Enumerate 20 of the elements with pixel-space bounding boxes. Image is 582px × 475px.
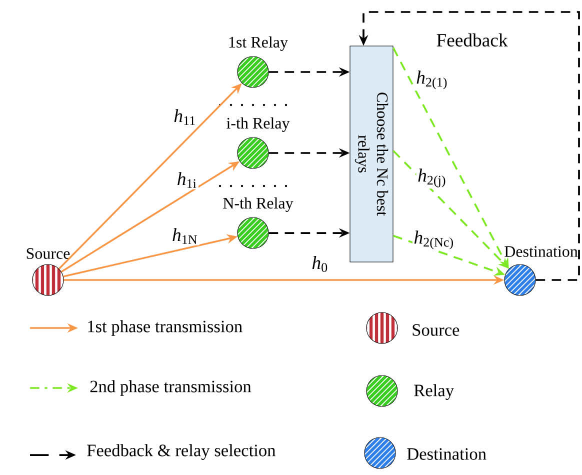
selection-box: Choose the Nc best relays [350,46,394,262]
edge-label: h$_{0}$ [310,254,330,274]
node-label: Source [26,248,70,259]
legend-label: 2nd phase transmission [90,380,252,396]
legend-label: Source [412,324,460,336]
edge-label: Feedback [434,32,510,48]
edge-label: h$_{1N}$ [170,226,200,246]
edge-label: h$_{2(Nc)}$ [412,229,456,251]
legend-label: Feedback & relay selection [87,444,276,460]
node-label: N-th Relay [223,197,294,212]
legend-label: Relay [414,384,454,400]
legend-label: 1st phase transmission [88,320,242,336]
edge-label: h$_{1i}$ [176,170,198,190]
edge-label: h$_{2(1)}$ [414,69,450,91]
edge-label: h$_{2(j)}$ [416,167,448,189]
node-label: Destination [504,246,578,257]
legend-label: Destination [407,448,486,460]
node-label: i-th Relay [226,117,290,132]
edge-label: h$_{11}$ [172,108,198,126]
node-label: 1st Relay [229,36,288,51]
